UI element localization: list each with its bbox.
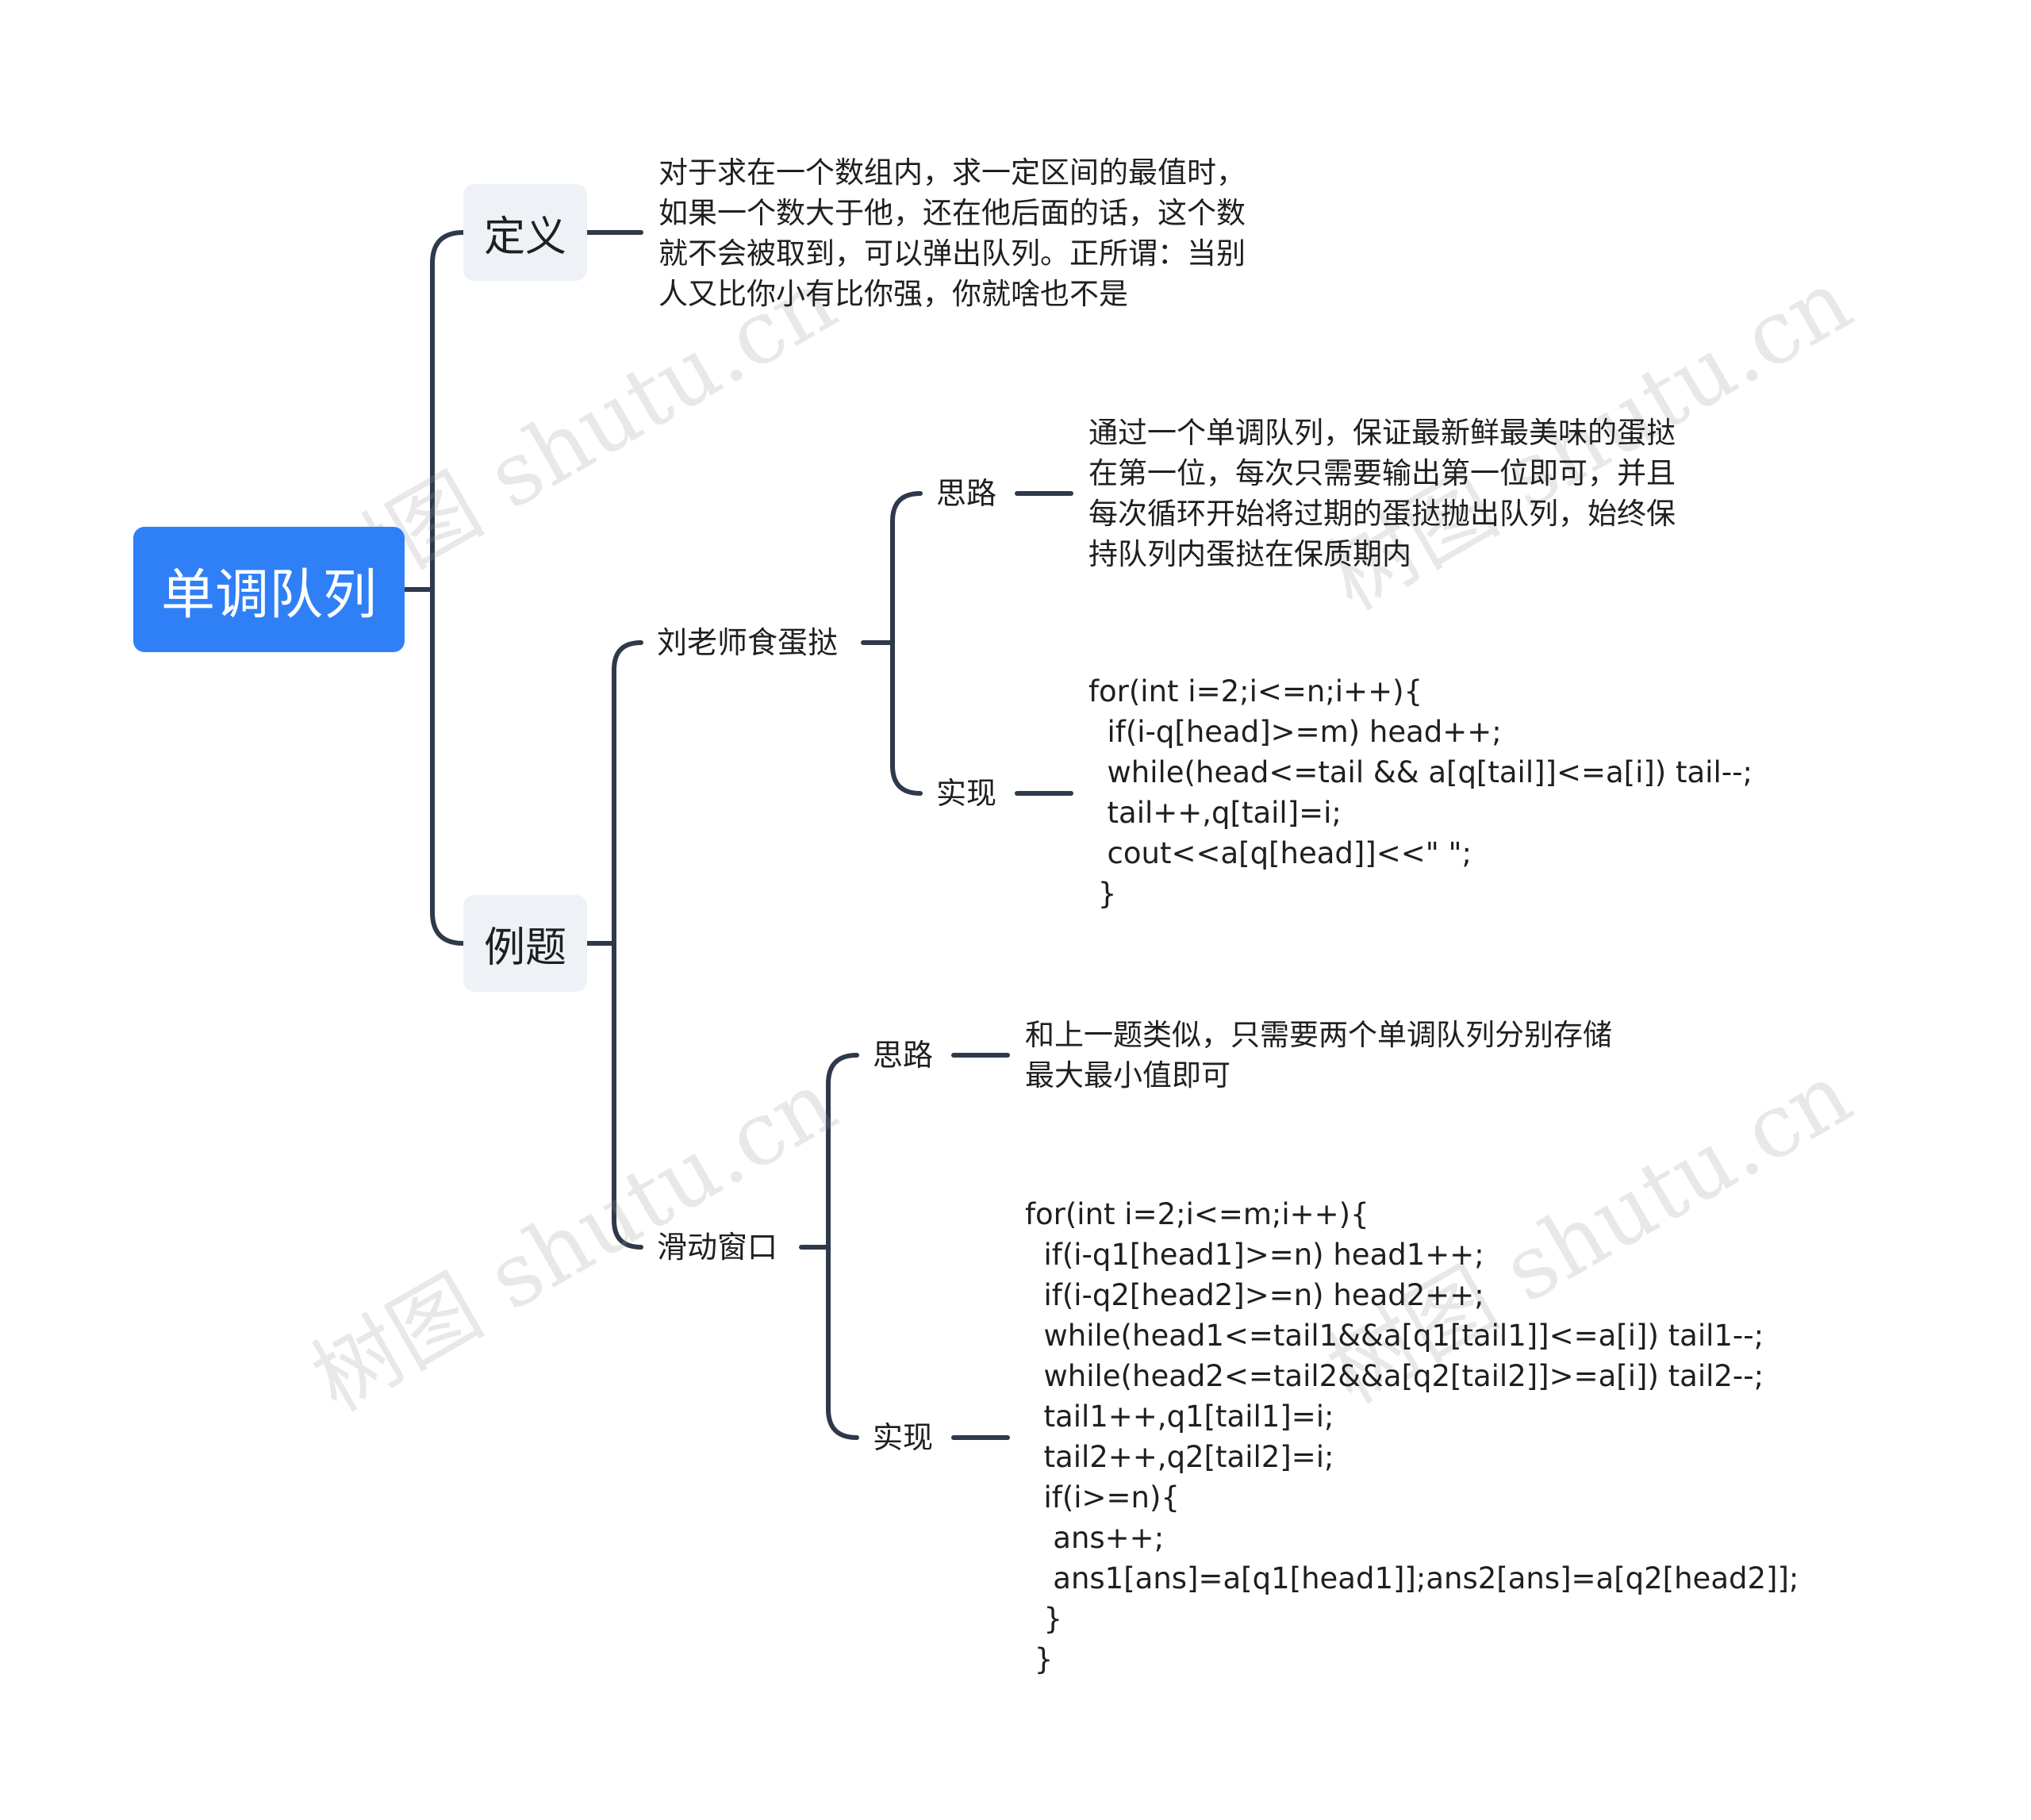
problem2-impl-node[interactable]: 实现 bbox=[873, 1420, 934, 1455]
root-node[interactable]: 单调队列 bbox=[133, 527, 405, 652]
problem1-impl-node[interactable]: 实现 bbox=[936, 776, 997, 811]
root-label: 单调队列 bbox=[160, 563, 377, 627]
problem2-node[interactable]: 滑动窗口 bbox=[657, 1230, 778, 1265]
problem1-node[interactable]: 刘老师食蛋挞 bbox=[657, 625, 839, 660]
problem1-impl-code: for(int i=2;i<=n;i++){ if(i-q[head]>=m) … bbox=[1088, 674, 1753, 911]
connector-examples-children bbox=[612, 640, 643, 1250]
examples-label: 例题 bbox=[483, 923, 566, 972]
problem1-idea-text: 通过一个单调队列，保证最新鲜最美味的蛋挞 在第一位，每次只需要输出第一位即可，并… bbox=[1088, 416, 1676, 571]
connector-problem1-children bbox=[890, 491, 923, 796]
definition-text: 对于求在一个数组内，求一定区间的最值时， 如果一个数大于他，还在他后面的话，这个… bbox=[658, 156, 1246, 311]
problem2-impl-code: for(int i=2;i<=m;i++){ if(i-q1[head1]>=n… bbox=[1025, 1197, 1799, 1676]
problem1-idea-node[interactable]: 思路 bbox=[936, 476, 997, 511]
connector-problem2-children bbox=[826, 1053, 859, 1440]
connector-root-definition bbox=[430, 230, 466, 946]
definition-node[interactable]: 定义 bbox=[463, 184, 587, 281]
definition-label: 定义 bbox=[483, 213, 566, 261]
problem2-idea-text: 和上一题类似，只需要两个单调队列分别存储 最大最小值即可 bbox=[1025, 1018, 1612, 1092]
problem2-idea-node[interactable]: 思路 bbox=[873, 1038, 934, 1073]
examples-node[interactable]: 例题 bbox=[463, 895, 587, 992]
